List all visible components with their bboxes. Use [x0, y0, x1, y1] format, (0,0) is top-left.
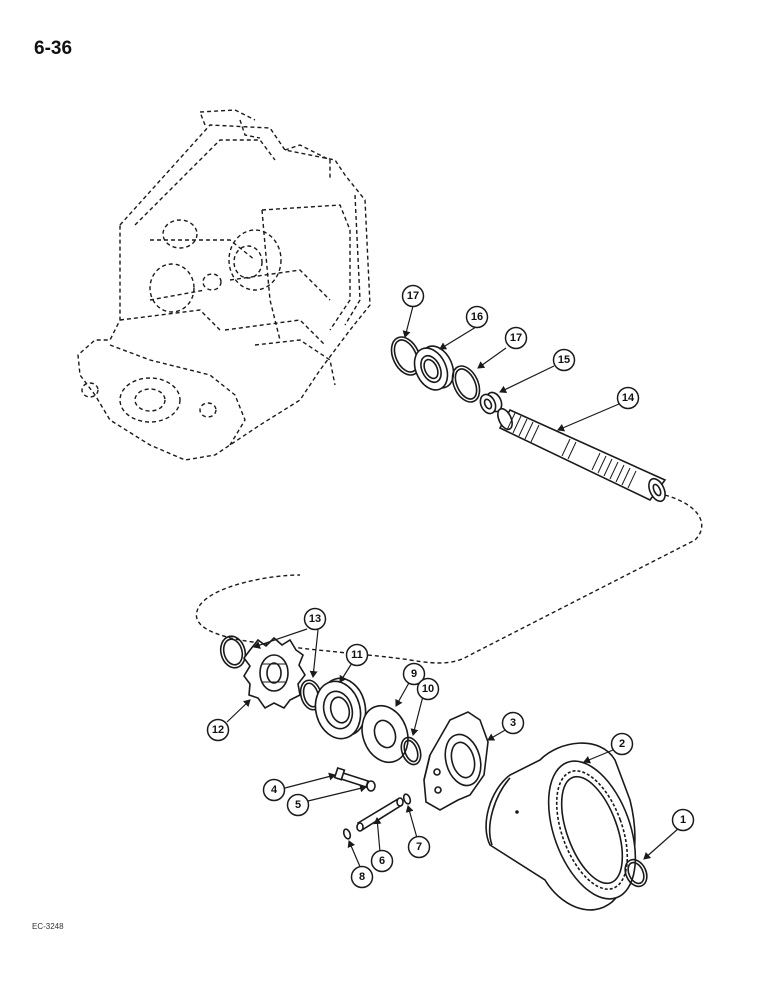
- callout-6: 6: [370, 849, 394, 873]
- callout-3: 3: [501, 711, 525, 735]
- svg-text:13: 13: [309, 613, 321, 625]
- part-5-lock-washer: [366, 780, 376, 792]
- part-11-bearing: [314, 677, 367, 740]
- svg-text:7: 7: [416, 841, 422, 853]
- svg-text:5: 5: [295, 799, 301, 811]
- callout-7: 7: [407, 835, 431, 859]
- page-number: 6-36: [34, 38, 73, 59]
- part-13-snap-ring-left: [219, 635, 247, 669]
- part-10-snap-ring: [400, 736, 422, 766]
- part-17-snap-ring-upper: [390, 336, 422, 376]
- callout-12: 12: [206, 718, 230, 742]
- callout-17-lower: 17: [504, 326, 528, 350]
- part-16-bearing: [413, 345, 455, 391]
- svg-text:16: 16: [471, 311, 483, 323]
- part-7-o-ring: [402, 793, 412, 805]
- transmission-housing-phantom: [77, 109, 371, 461]
- callout-10: 10: [416, 677, 440, 701]
- part-1-snap-ring: [624, 858, 648, 888]
- callout-5: 5: [286, 793, 310, 817]
- callout-17-upper: 17: [401, 284, 425, 308]
- callout-1: 1: [671, 808, 695, 832]
- svg-text:6: 6: [379, 855, 385, 867]
- svg-text:1: 1: [680, 814, 686, 826]
- svg-text:14: 14: [622, 392, 635, 404]
- part-2-ring-gear: [485, 742, 637, 911]
- part-8-o-ring: [342, 828, 352, 840]
- svg-text:9: 9: [411, 668, 417, 680]
- callout-8: 8: [350, 865, 374, 889]
- svg-text:17: 17: [510, 332, 522, 344]
- svg-text:2: 2: [619, 738, 625, 750]
- callout-14: 14: [616, 386, 640, 410]
- callout-11: 11: [345, 643, 369, 667]
- callout-4: 4: [262, 778, 286, 802]
- part-6-shaft-pin: [356, 797, 404, 832]
- leader-lines: [226, 305, 680, 870]
- callout-15: 15: [552, 348, 576, 372]
- svg-text:17: 17: [407, 290, 419, 302]
- callout-9: 9: [402, 662, 426, 686]
- svg-text:11: 11: [351, 649, 363, 661]
- part-9-thrust-washer: [361, 704, 409, 764]
- part-17-snap-ring-lower: [451, 365, 481, 403]
- assembly-path-line: [195, 494, 703, 664]
- part-15-bushing: [479, 391, 503, 415]
- part-3-planetary-carrier: [423, 711, 489, 811]
- svg-text:4: 4: [271, 784, 278, 796]
- part-12-spur-gear: [243, 636, 306, 710]
- callout-16: 16: [465, 305, 489, 329]
- svg-text:8: 8: [359, 871, 365, 883]
- part-14-shaft: [497, 407, 667, 503]
- svg-text:15: 15: [558, 354, 570, 366]
- figure-code: EC-3248: [32, 922, 64, 931]
- callout-13: 13: [303, 607, 327, 631]
- svg-text:12: 12: [212, 724, 224, 736]
- svg-text:3: 3: [510, 717, 516, 729]
- callout-2: 2: [610, 732, 634, 756]
- part-4-bolt: [333, 767, 370, 789]
- svg-text:10: 10: [422, 683, 434, 695]
